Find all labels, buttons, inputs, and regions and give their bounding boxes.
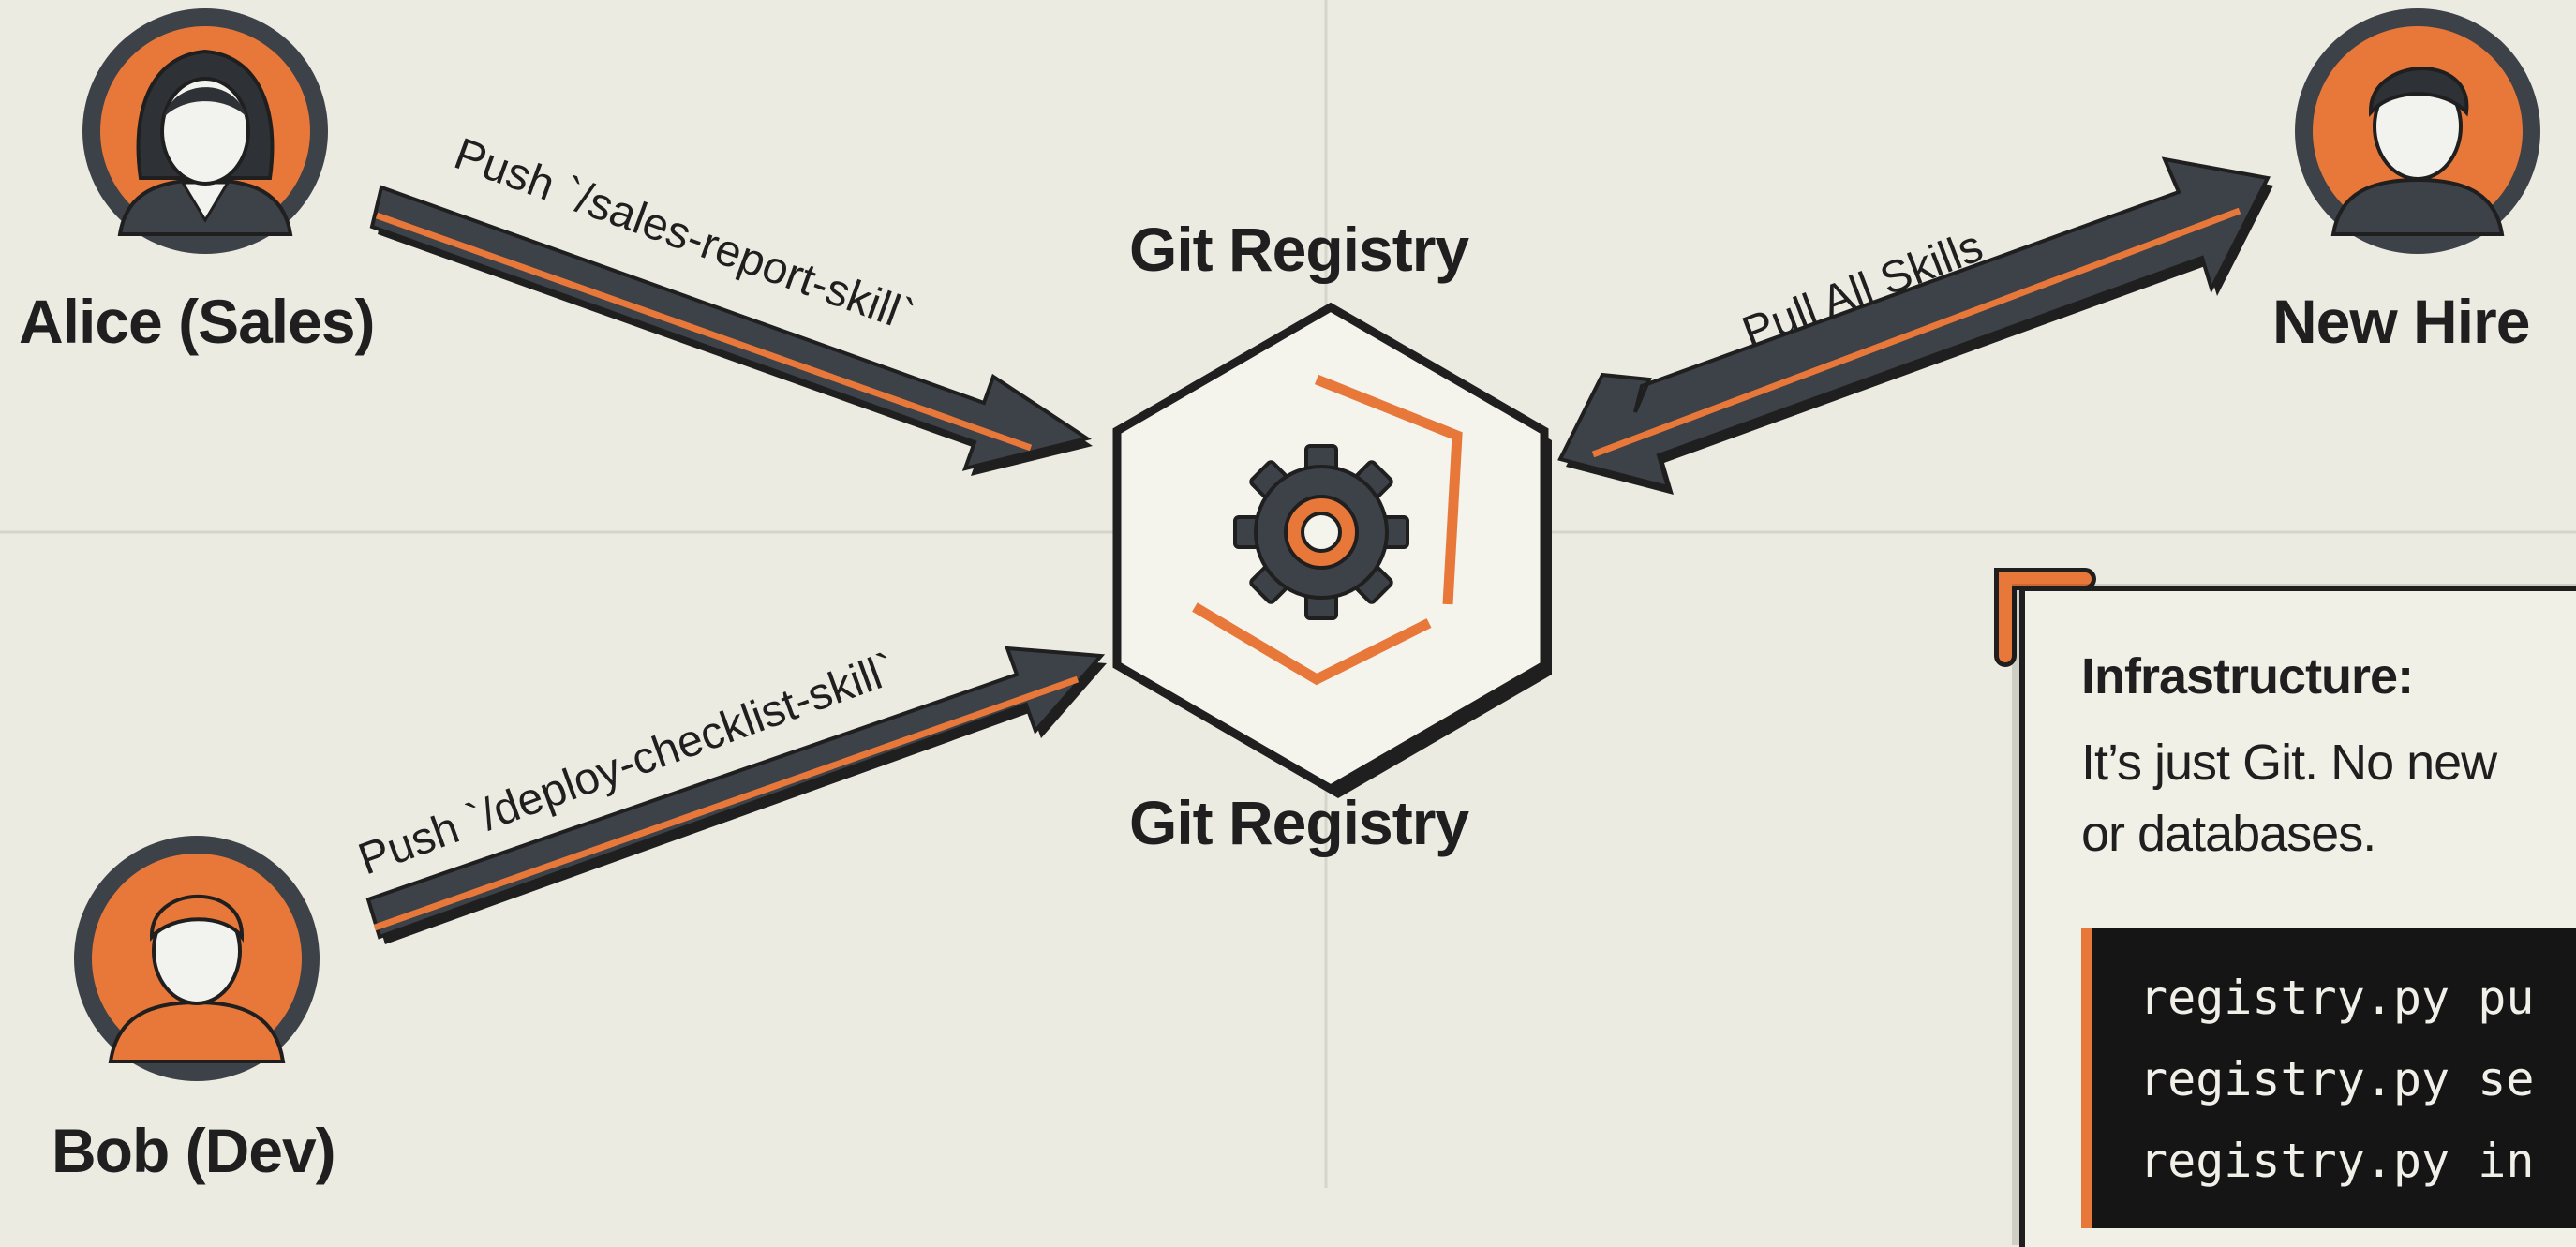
bob-avatar	[74, 836, 320, 1081]
infrastructure-text-line-2: or databases.	[2081, 806, 2376, 862]
code-line: registry.py se	[2139, 1052, 2535, 1106]
infrastructure-text-line-1: It’s just Git. No new	[2081, 735, 2497, 791]
info-corner-bracket	[1994, 568, 2096, 667]
alice-push-arrow	[369, 185, 1093, 476]
code-line: registry.py in	[2139, 1134, 2535, 1188]
code-block: registry.py pu registry.py se registry.p…	[2081, 928, 2576, 1228]
diagram-graphics	[0, 0, 2576, 1188]
new-hire-avatar	[2295, 8, 2540, 254]
registry-label-bottom: Git Registry	[1129, 788, 1469, 857]
registry-label-top: Git Registry	[1129, 215, 1469, 284]
code-line: registry.py pu	[2139, 971, 2535, 1025]
bob-label: Bob (Dev)	[52, 1116, 336, 1185]
new-hire-label: New Hire	[2272, 287, 2530, 356]
alice-avatar	[82, 8, 328, 254]
bob-push-arrow	[365, 646, 1107, 944]
new-hire-pull-arrow	[1557, 156, 2273, 495]
gear-icon	[1233, 444, 1409, 620]
infrastructure-panel: Infrastructure: It’s just Git. No new or…	[2019, 586, 2576, 1247]
alice-label: Alice (Sales)	[19, 287, 376, 356]
infrastructure-description: It’s just Git. No new or databases.	[2081, 727, 2576, 869]
infrastructure-title: Infrastructure:	[2081, 648, 2414, 705]
